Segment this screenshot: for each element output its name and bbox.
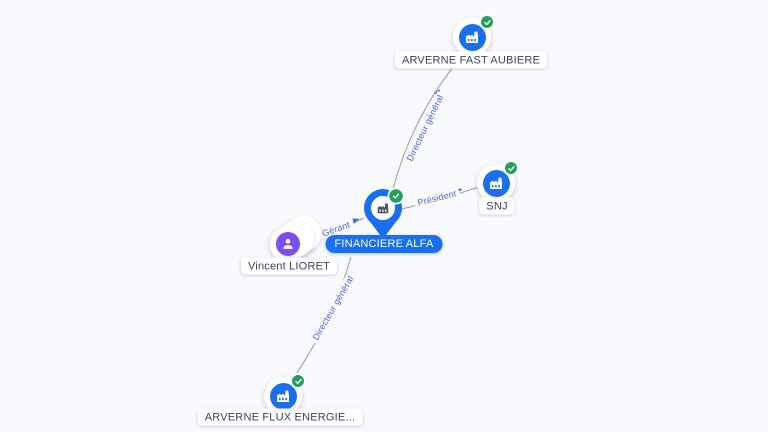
node-label-financiere-alfa[interactable]: FINANCIERE ALFA	[325, 235, 443, 253]
node-financiere-alfa[interactable]	[355, 183, 411, 245]
verified-badge	[479, 14, 495, 30]
check-icon	[483, 18, 492, 27]
node-arverne-fast-aubiere[interactable]	[453, 14, 495, 56]
arrow-icon	[352, 218, 360, 224]
node-label-arverne-fast-aubiere[interactable]: ARVERNE FAST AUBIERE	[394, 51, 548, 69]
check-icon	[507, 164, 516, 173]
verified-badge	[503, 160, 519, 176]
node-vincent-lioret[interactable]	[270, 216, 321, 262]
node-label-vincent-lioret[interactable]: Vincent LIORET	[240, 257, 338, 275]
map-pin-building-icon	[364, 187, 405, 239]
node-label-arverne-flux-energie[interactable]: ARVERNE FLUX ENERGIE...	[197, 408, 363, 426]
node-label-snj[interactable]: SNJ	[479, 197, 515, 215]
verified-badge	[290, 373, 306, 389]
node-snj[interactable]	[477, 160, 519, 202]
check-icon	[294, 377, 303, 386]
edge-directeur-general-top	[391, 55, 463, 194]
person-icon	[276, 232, 300, 256]
